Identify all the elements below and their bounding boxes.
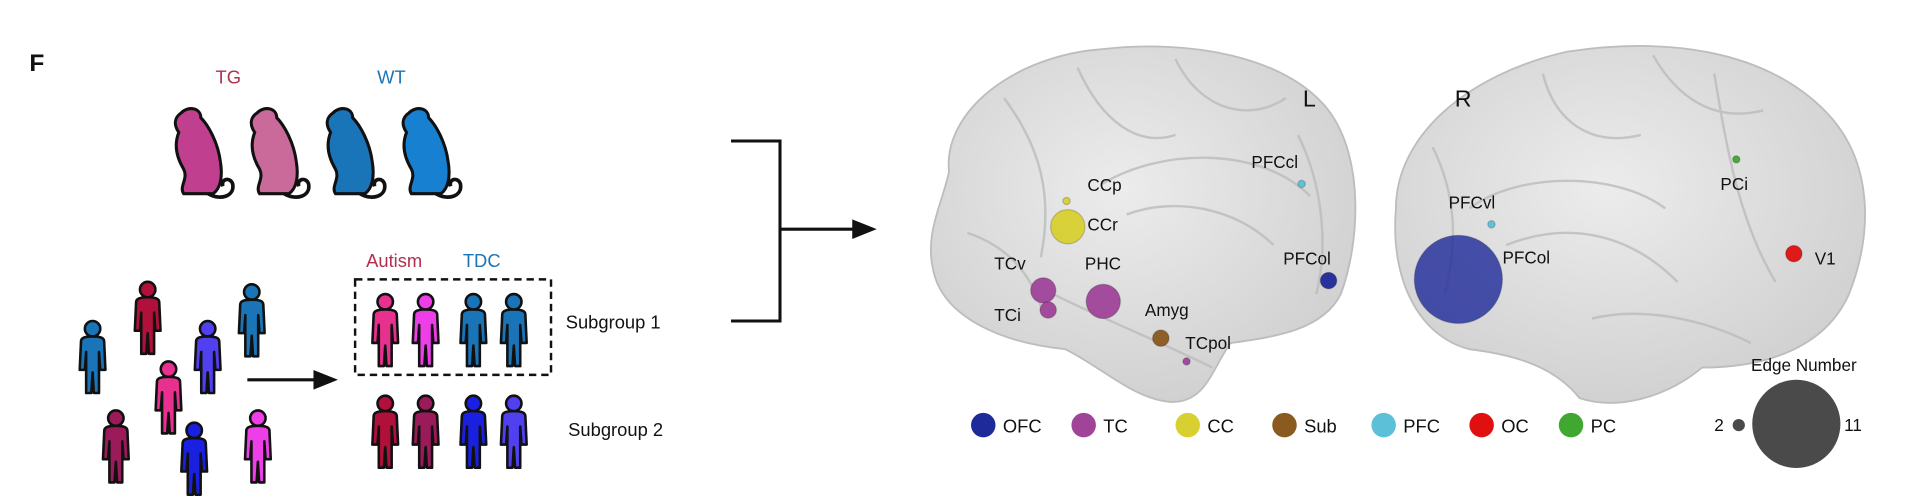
legend-swatch-oc: [1469, 412, 1494, 438]
person-icon: [180, 421, 209, 496]
legend-swatch-sub: [1272, 412, 1297, 438]
brain-node-pci: [1732, 155, 1741, 164]
arrow-head-icon: [852, 219, 877, 239]
legend-label: PFC: [1403, 415, 1440, 436]
legend-label: OC: [1501, 415, 1529, 436]
brain-node-tcv: [1030, 277, 1057, 304]
person-icon: [193, 319, 222, 395]
person-icon: [371, 394, 400, 469]
right-hemisphere-brain: [1394, 45, 1866, 404]
tdc-label: TDC: [463, 250, 501, 271]
legend-label: CC: [1207, 415, 1234, 436]
person-icon: [243, 409, 273, 484]
person-icon: [411, 394, 440, 469]
left-hemisphere-label: L: [1303, 86, 1316, 112]
subgroup2-label: Subgroup 2: [568, 419, 663, 440]
brain-node-label: TCv: [994, 254, 1026, 274]
brain-node-pfccl: [1297, 179, 1306, 189]
person-icon: [499, 394, 528, 469]
monkey-icon: [325, 107, 387, 199]
person-icon: [459, 394, 488, 469]
region-legend: OFC TC CC Sub PFC OC PC: [971, 412, 1617, 438]
subgroup1-people: [371, 292, 528, 368]
legend-label: OFC: [1003, 415, 1042, 436]
edge-number-title: Edge Number: [1751, 355, 1857, 375]
legend-label: Sub: [1304, 415, 1337, 436]
brain-node-ccr: [1050, 208, 1086, 245]
brain-nodes: CCpCCrTCvTCiPHCAmygTCpolPFCclPFColPFCvlP…: [994, 152, 1836, 366]
brain-node-label: PFCol: [1283, 249, 1331, 269]
mixed-population-icons: [78, 280, 273, 496]
brain-node-label: V1: [1815, 249, 1836, 269]
subgroup1-box: [353, 278, 553, 377]
edge-size-min-marker: [1732, 418, 1745, 432]
brain-node-tci: [1039, 301, 1057, 319]
brain-node-pfcol: [1413, 234, 1504, 325]
brain-node-ccp: [1062, 196, 1071, 206]
brain-node-amyg: [1151, 329, 1170, 347]
merge-bracket-arrow: [731, 139, 855, 323]
legend-swatch-ofc: [971, 412, 996, 438]
brain-node-label: TCpol: [1185, 333, 1231, 353]
brain-node-v1: [1785, 244, 1803, 263]
legend-label: PC: [1591, 415, 1617, 436]
brain-node-pfcol: [1319, 271, 1338, 290]
brain-node-label: Amyg: [1145, 300, 1189, 320]
person-icon: [101, 409, 130, 484]
tg-label: TG: [216, 66, 241, 87]
panel-label: F: [29, 50, 44, 77]
brain-node-label: PFCvl: [1449, 192, 1496, 212]
right-hemisphere-label: R: [1455, 86, 1472, 112]
brain-node-label: CCp: [1087, 175, 1121, 195]
arrow-head-icon: [313, 370, 338, 390]
person-icon: [237, 283, 266, 358]
brain-node-label: PHC: [1085, 254, 1121, 274]
brain-node-label: PFCcl: [1251, 152, 1298, 172]
legend-swatch-pc: [1558, 412, 1584, 438]
edge-number-max: 11: [1844, 415, 1862, 435]
brain-node-phc: [1085, 283, 1122, 320]
brain-node-label: PFCol: [1502, 247, 1550, 267]
edge-number-min: 2: [1714, 415, 1724, 435]
legend-swatch-pfc: [1371, 412, 1396, 438]
left-hemisphere-brain: [929, 45, 1357, 403]
legend-swatch-tc: [1071, 412, 1096, 438]
brain-node-label: CCr: [1087, 214, 1118, 234]
wt-label: WT: [377, 66, 406, 87]
edge-size-max-marker: [1752, 379, 1841, 468]
monkey-icon: [401, 107, 463, 199]
person-icon: [499, 292, 528, 368]
monkey-icons: [173, 107, 463, 199]
subgroup2-people: [371, 394, 528, 469]
brain-node-label: TCi: [994, 305, 1021, 325]
person-icon: [459, 292, 488, 368]
person-icon: [411, 292, 440, 368]
person-icon: [78, 319, 107, 395]
person-icon: [154, 360, 183, 435]
person-icon: [133, 280, 162, 356]
autism-label: Autism: [366, 250, 422, 271]
person-icon: [371, 292, 400, 368]
brain-node-label: PCi: [1720, 174, 1748, 194]
brain-node-pfcvl: [1487, 220, 1496, 229]
legend-label: TC: [1103, 415, 1127, 436]
monkey-icon: [249, 107, 311, 199]
monkey-icon: [173, 107, 235, 199]
legend-swatch-cc: [1175, 412, 1200, 438]
subgroup1-label: Subgroup 1: [566, 311, 661, 332]
brain-node-tcpol: [1182, 357, 1191, 366]
